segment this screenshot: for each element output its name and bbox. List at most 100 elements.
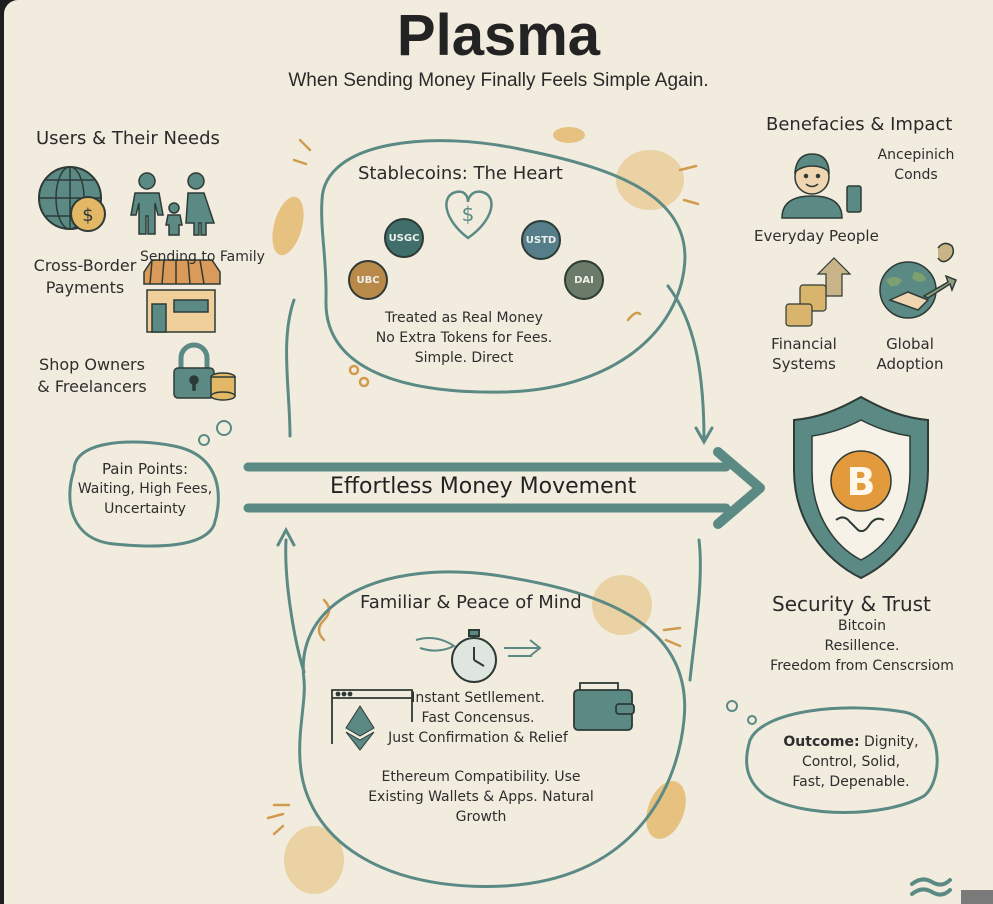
security-text: Bitcoin Resillence. Freedom from Censcrs… bbox=[764, 616, 960, 676]
up-arrowhead bbox=[276, 526, 296, 547]
familiar-para3: Growth bbox=[455, 809, 507, 825]
cross-border-line2: Payments bbox=[45, 278, 125, 297]
security-line2: Resillence. bbox=[824, 638, 900, 654]
outcome-bubble-text: Outcome: Dignity, Control, Solid, Fast, … bbox=[766, 732, 936, 792]
global-line1: Global bbox=[886, 335, 934, 353]
flow-lines bbox=[68, 139, 939, 888]
familiar-line1: Instant Setllement. bbox=[411, 690, 545, 706]
ethereum-compat-text: Ethereum Compatibility. Use Existing Wal… bbox=[356, 767, 606, 827]
stablecoins-line2: No Extra Tokens for Fees. bbox=[375, 330, 553, 346]
ochre-blob bbox=[646, 781, 686, 839]
thought-dot bbox=[726, 700, 738, 712]
security-line1: Bitcoin bbox=[837, 618, 886, 634]
pain-bubble bbox=[68, 440, 220, 548]
coins-up-arrow-icon bbox=[785, 257, 852, 327]
financial-line1: Financial bbox=[771, 335, 837, 353]
familiar-para2: Existing Wallets & Apps. Natural bbox=[368, 789, 594, 805]
stopwatch-icon bbox=[451, 629, 497, 683]
plasma-logo-icon bbox=[910, 877, 952, 897]
financial-line2: Systems bbox=[772, 355, 836, 373]
outcome-bubble bbox=[745, 706, 939, 814]
stablecoins-text: Treated as Real Money No Extra Tokens fo… bbox=[359, 308, 569, 368]
familiar-para1: Ethereum Compatibility. Use bbox=[381, 769, 581, 785]
security-line3: Freedom from Censcrsiom bbox=[770, 658, 954, 674]
left-lower-line bbox=[284, 538, 306, 674]
left-up-line bbox=[285, 298, 296, 438]
stablecoins-line3: Simple. Direct bbox=[414, 350, 514, 366]
svg-text:$: $ bbox=[462, 202, 475, 226]
page-subtitle: When Sending Money Finally Feels Simple … bbox=[288, 70, 709, 91]
benefits-note: Ancepinich Conds bbox=[870, 145, 962, 185]
familiar-icons bbox=[331, 629, 635, 751]
users-heading: Users & Their Needs bbox=[36, 128, 220, 149]
family-icon bbox=[130, 172, 216, 236]
globe-dollar-icon: $ bbox=[38, 166, 106, 232]
thought-dot bbox=[198, 434, 210, 446]
coin-ustd: USTD bbox=[521, 220, 561, 260]
shop-owners-line1: Shop Owners bbox=[39, 355, 145, 374]
stablecoins-loop bbox=[320, 139, 687, 394]
global-adoption-label: Global Adoption bbox=[870, 334, 950, 374]
outcome-title: Outcome: bbox=[783, 734, 860, 750]
ochre-blob bbox=[272, 196, 304, 256]
outcome-line2: Control, Solid, bbox=[801, 754, 901, 770]
stablecoins-heading: Stablecoins: The Heart bbox=[358, 163, 563, 184]
shop-owners-line2: & Freelancers bbox=[37, 377, 147, 396]
main-arrow bbox=[243, 447, 765, 529]
infographic-canvas: Plasma When Sending Money Finally Feels … bbox=[4, 0, 993, 904]
familiar-loop bbox=[298, 570, 687, 888]
benefits-note-line2: Conds bbox=[894, 167, 938, 183]
decorations bbox=[266, 127, 700, 894]
sparkle-marks bbox=[266, 138, 700, 836]
bitcoin-symbol: B bbox=[847, 460, 876, 504]
stablecoins-line1: Treated as Real Money bbox=[385, 310, 543, 326]
right-down-line bbox=[666, 284, 706, 442]
pain-points: Pain Points: Waiting, High Fees, Uncerta… bbox=[70, 459, 220, 519]
person-phone-icon bbox=[781, 153, 862, 219]
thought-dot bbox=[216, 420, 232, 436]
outcome-line1: Dignity, bbox=[864, 734, 919, 750]
familiar-line3: Just Confirmation & Relief bbox=[388, 730, 568, 746]
global-line2: Adoption bbox=[876, 355, 944, 373]
padlock-coins-icon bbox=[173, 342, 236, 401]
benefits-note-line1: Ancepinich bbox=[877, 147, 955, 163]
browser-window-icon bbox=[331, 689, 413, 744]
benefits-icons bbox=[781, 153, 957, 327]
ochre-blob bbox=[284, 826, 344, 894]
right-lower-line bbox=[688, 538, 702, 682]
heart-dollar-icon: $ bbox=[445, 190, 493, 240]
ochre-blob bbox=[553, 127, 585, 143]
speed-arrow-icon bbox=[504, 639, 542, 657]
users-icons: $ bbox=[38, 166, 236, 401]
ochre-blob bbox=[616, 150, 684, 210]
familiar-heading: Familiar & Peace of Mind bbox=[360, 592, 582, 613]
familiar-benefits: Instant Setllement. Fast Concensus. Just… bbox=[380, 688, 576, 748]
down-arrowhead bbox=[694, 426, 714, 446]
main-arrow-label: Effortless Money Movement bbox=[330, 474, 637, 499]
sending-family-label: Sending to Family bbox=[140, 249, 265, 265]
security-heading: Security & Trust bbox=[772, 592, 931, 616]
ethereum-icon bbox=[345, 705, 375, 751]
coin-ubc: UBC bbox=[348, 260, 388, 300]
cross-border-label: Cross-Border Payments bbox=[26, 255, 144, 299]
pain-points-title: Pain Points: bbox=[101, 460, 189, 478]
financial-systems-label: Financial Systems bbox=[764, 334, 844, 374]
wings-icon bbox=[415, 637, 456, 652]
cross-border-line1: Cross-Border bbox=[33, 256, 137, 275]
coin-usgc: USGC bbox=[384, 218, 424, 258]
globe-handshake-icon bbox=[879, 242, 957, 319]
coin-dai: DAI bbox=[564, 260, 604, 300]
shield-bitcoin-icon: B bbox=[793, 395, 929, 580]
page-title: Plasma bbox=[396, 3, 601, 68]
shop-owners-label: Shop Owners & Freelancers bbox=[32, 354, 152, 398]
corner-block bbox=[961, 890, 993, 904]
pain-points-line2: Uncertainty bbox=[104, 501, 186, 517]
svg-text:$: $ bbox=[82, 205, 93, 226]
outcome-line3: Fast, Depenable. bbox=[792, 774, 910, 790]
pain-points-line1: Waiting, High Fees, bbox=[77, 481, 213, 497]
everyday-people-label: Everyday People bbox=[754, 227, 879, 245]
familiar-line2: Fast Concensus. bbox=[421, 710, 535, 726]
benefits-heading: Benefacies & Impact bbox=[766, 114, 953, 135]
broken-chain-icon bbox=[835, 516, 885, 533]
wallet-icon bbox=[573, 682, 635, 731]
